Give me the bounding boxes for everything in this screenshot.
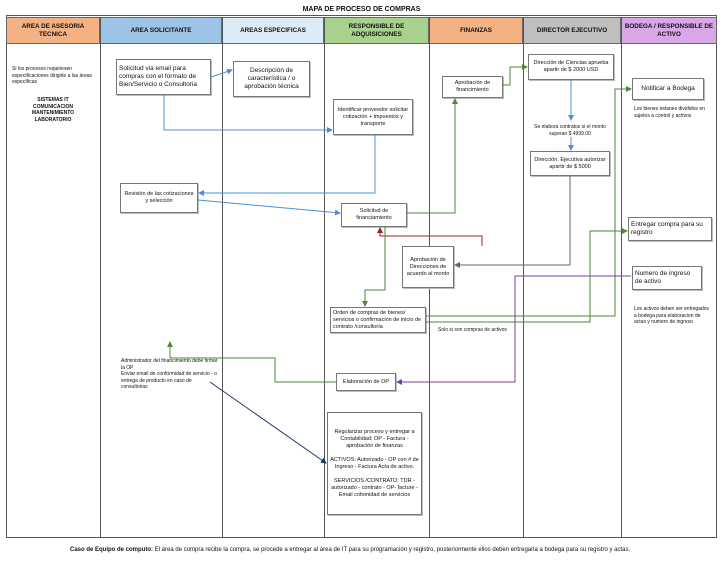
lane-header-bodega: BODEGA / RESPONSIBLE DE ACTIVO	[621, 17, 717, 44]
numero-ingreso-box: Numero de ingreso de activo	[632, 266, 702, 290]
asesoria-areas: SISTEMAS IT COMUNICACION MANTENIMIENTO L…	[31, 97, 75, 123]
lane-divider	[100, 17, 101, 538]
lane-divider	[222, 17, 223, 538]
regularizar-proceso-box: Regularizar proceso y entregar a Contabi…	[327, 412, 422, 515]
solicitud-financiamiento-box: Solicitud de financiamiento	[341, 203, 407, 227]
lane-header-director: DIRECTOR EJECUTIVO	[523, 17, 621, 44]
contratos-note: Se elabora contratos si el monto superan…	[534, 124, 606, 137]
solicitud-email-box: Solicitud via email para compras con el …	[116, 59, 211, 95]
diagram-title: MAPA DE PROCESO DE COMPRAS	[302, 6, 421, 13]
direccion-ciencias-box: Dirección de Ciencias aprueba apartir de…	[528, 54, 614, 80]
aprobacion-financiamiento-box: Aprobación de financimiento	[442, 76, 503, 98]
lane-divider	[621, 17, 622, 538]
notificar-bodega-box: Notificar a Bodega	[632, 78, 704, 100]
solo-compras-note: Solo si son compras de activos	[438, 327, 507, 333]
asesoria-note: Si los procesos requiriesen especificaci…	[12, 66, 93, 85]
lane-header-finanzas: FINANZAS	[429, 17, 523, 44]
lane-header-solicitante: AREA SOLICITANTE	[100, 17, 222, 44]
elaboracion-op-box: Elaboración de OP	[336, 373, 396, 391]
identificar-proveedor-box: Identificar proveedor solicitar cotizaci…	[333, 99, 413, 135]
direccion-ejecutiva-box: Dirección. Ejecutiva autorizar apartir d…	[530, 151, 610, 176]
footer-note: Caso de Equipo de computo: El área de co…	[70, 546, 710, 554]
entregar-compra-box: Entregar compra para su registro	[628, 217, 712, 241]
lane-divider	[523, 17, 524, 538]
aprobacion-direcciones-box: Aprobación de Direcciones de acuerdo al …	[402, 246, 454, 288]
lane-header-especificas: AREAS ESPECIFICAS	[222, 17, 324, 44]
lane-header-asesoria: AREA DE ASESORIA TECNICA	[6, 17, 100, 44]
diagram-frame	[6, 15, 717, 538]
activos-note: Los activos deben ser entregados a bodeg…	[634, 306, 710, 325]
bienes-note: Los bienes estanes divididos en sujetos …	[634, 106, 705, 119]
lane-header-adquisiciones: RESPONSIBLE DE ADQUISICIONES	[324, 17, 429, 44]
lane-divider	[324, 17, 325, 538]
revision-cotizaciones-box: Revisión de las cotizaciones y selección	[120, 183, 198, 213]
footer-label: Caso de Equipo de computo:	[70, 547, 154, 553]
descripcion-box: Descripción de característica / o aproba…	[233, 61, 310, 97]
footer-text: El área de compra recibe la compra, se p…	[153, 547, 631, 553]
orden-compras-box: Orden de compras de bienes/ servicios o …	[330, 307, 426, 333]
administrador-note: Administrador del financimiento debe fir…	[121, 358, 218, 390]
